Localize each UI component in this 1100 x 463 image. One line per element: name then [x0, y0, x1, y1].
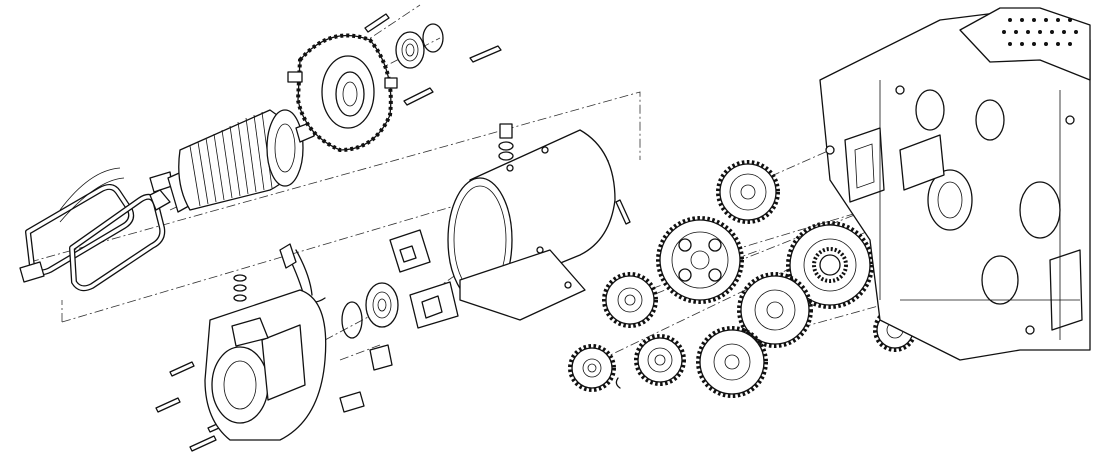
gear-6	[602, 272, 658, 328]
gear-7	[634, 334, 686, 386]
field-coil-assembly	[19, 167, 173, 292]
gear-8	[568, 344, 616, 392]
gear-3	[786, 221, 874, 309]
gear-1	[716, 160, 780, 224]
commutator-end-frame	[204, 289, 327, 441]
gear-2	[656, 216, 744, 304]
gear-5	[696, 326, 768, 398]
bearing-middle	[341, 282, 399, 339]
brush-holders	[279, 229, 459, 413]
armature	[149, 109, 315, 213]
stator-housing	[447, 129, 616, 321]
gearbox-housing	[819, 7, 1091, 361]
gear-train	[568, 160, 917, 398]
bearing-top	[395, 23, 444, 69]
gear-4	[737, 272, 813, 348]
drive-end-bell	[287, 33, 398, 153]
fastener-bolts	[155, 13, 631, 452]
